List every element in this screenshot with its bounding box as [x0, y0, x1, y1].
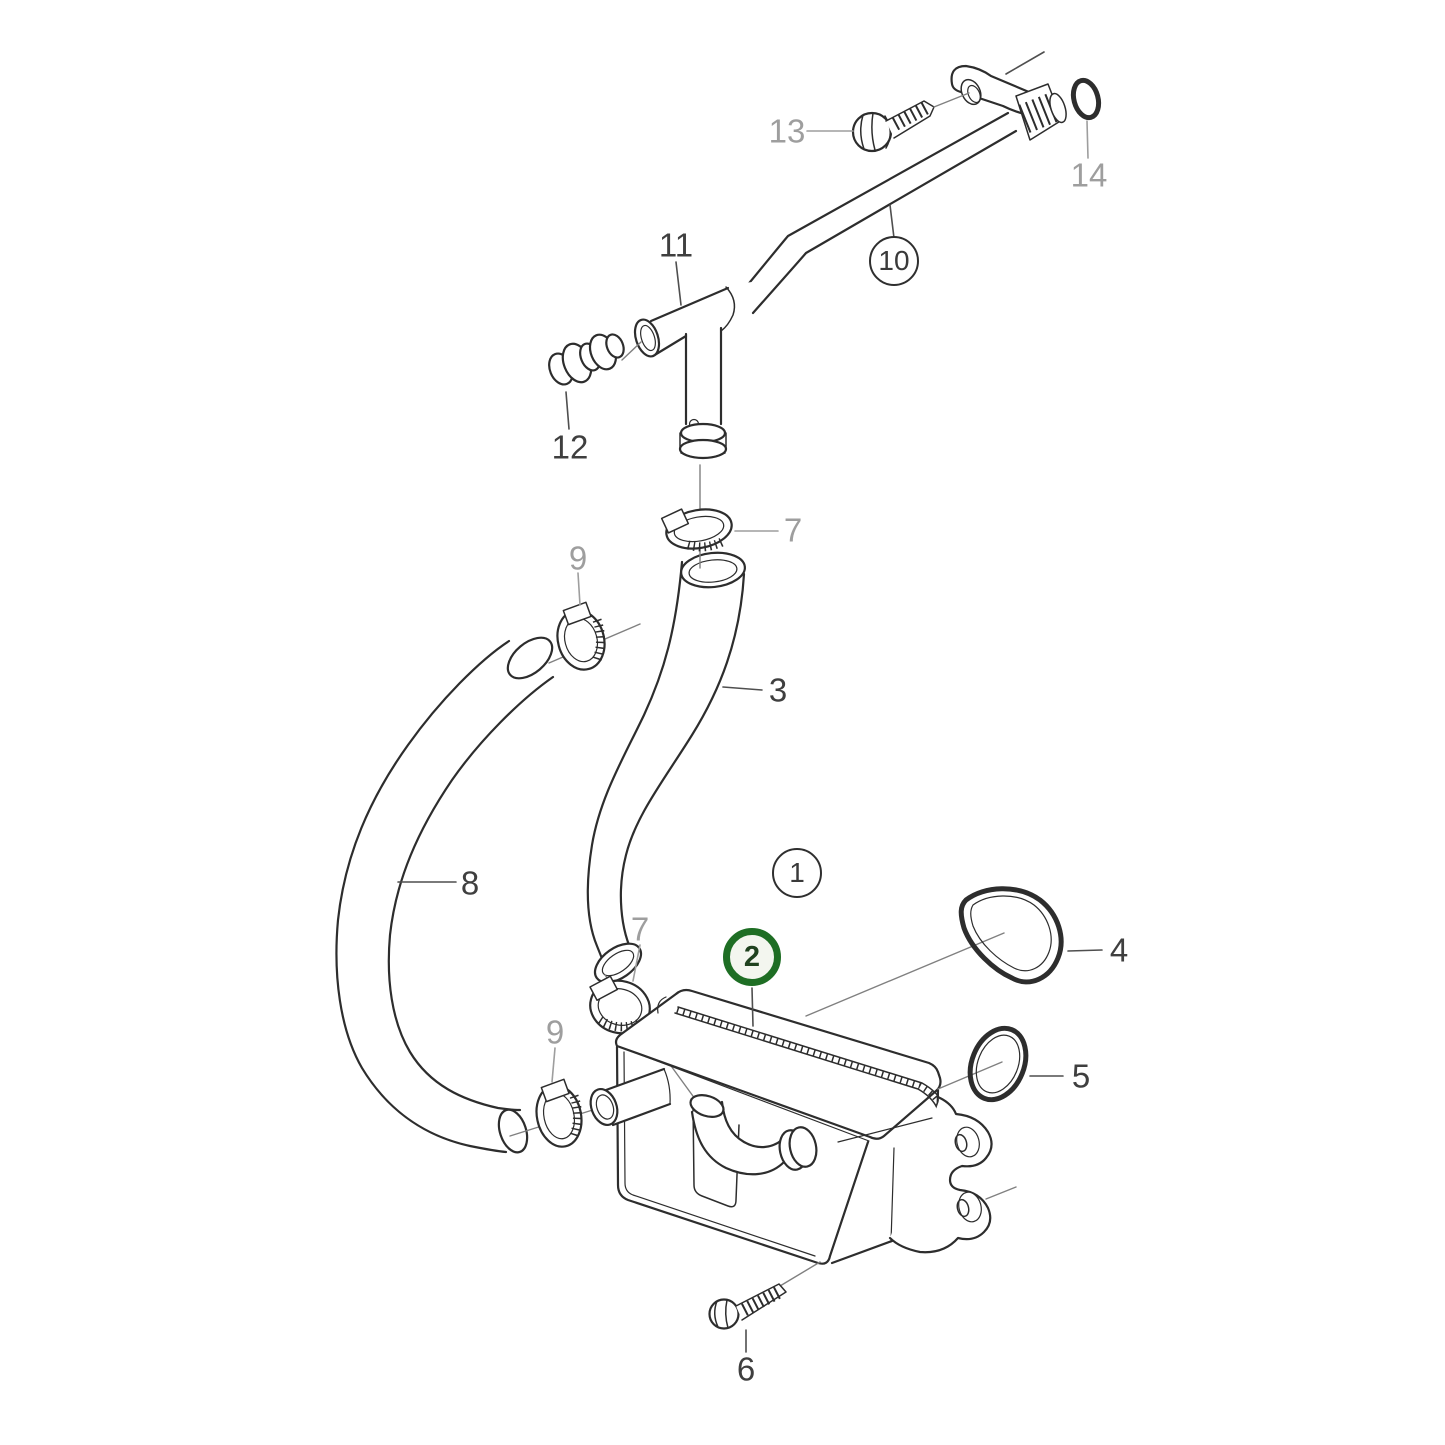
callout-10-oil-pipe[interactable]: 10	[869, 236, 919, 286]
callout-3-leader	[722, 686, 763, 691]
bolt-13-axis-line	[933, 92, 970, 108]
callout-4-gasket[interactable]: 4	[1109, 931, 1129, 969]
gasket-4	[805, 886, 1103, 1017]
callout-2-oil-cooler-highlighted[interactable]: 2	[723, 928, 781, 986]
callout-7a-hose-clamp[interactable]: 7	[783, 511, 803, 549]
oil-pipe	[735, 83, 1067, 315]
gasket-4-axis-line	[805, 932, 1005, 1017]
callout-9b-hose-clamp[interactable]: 9	[545, 1013, 565, 1051]
callout-11-leader	[675, 261, 682, 306]
callout-11-t-pipe[interactable]: 11	[658, 226, 694, 264]
hose-clamp-7-middle	[589, 944, 699, 1104]
callout-3-hose[interactable]: 3	[768, 671, 788, 709]
hose-clamp-9-lower	[509, 1047, 619, 1148]
callout-13-bolt[interactable]: 13	[768, 112, 806, 150]
nipple-fitting-12	[548, 333, 642, 430]
hose-3	[586, 551, 763, 984]
callout-7b-hose-clamp[interactable]: 7	[630, 910, 650, 948]
flange-leader-line	[1005, 51, 1045, 75]
o-ring-14	[1070, 77, 1102, 159]
callout-12-nipple-fitting[interactable]: 12	[551, 428, 589, 466]
o-ring-5	[937, 1025, 1064, 1200]
callout-14-o-ring[interactable]: 14	[1070, 156, 1108, 194]
bolt-6	[708, 1261, 821, 1353]
bolt-13	[806, 92, 970, 153]
hose-8	[335, 636, 555, 1154]
hose-clamp-7-upper	[660, 464, 779, 569]
callout-6-bolt[interactable]: 6	[736, 1350, 756, 1388]
callout-2-leader	[751, 987, 754, 1027]
bolt-6-axis-far-segment	[985, 1186, 1017, 1200]
callout-1-assembly[interactable]: 1	[772, 848, 822, 898]
oil-cooler-body	[589, 987, 993, 1265]
t-pipe	[633, 261, 758, 460]
hose-clamp-9-upper	[548, 572, 641, 671]
bolt-6-axis-line	[779, 1261, 821, 1287]
callout-9a-hose-clamp[interactable]: 9	[568, 539, 588, 577]
callout-10-leader	[889, 204, 895, 239]
fitting-12-axis-line	[621, 341, 642, 361]
callout-12-leader	[565, 391, 570, 430]
callout-8-hose[interactable]: 8	[460, 864, 480, 902]
callout-5-o-ring[interactable]: 5	[1071, 1057, 1091, 1095]
